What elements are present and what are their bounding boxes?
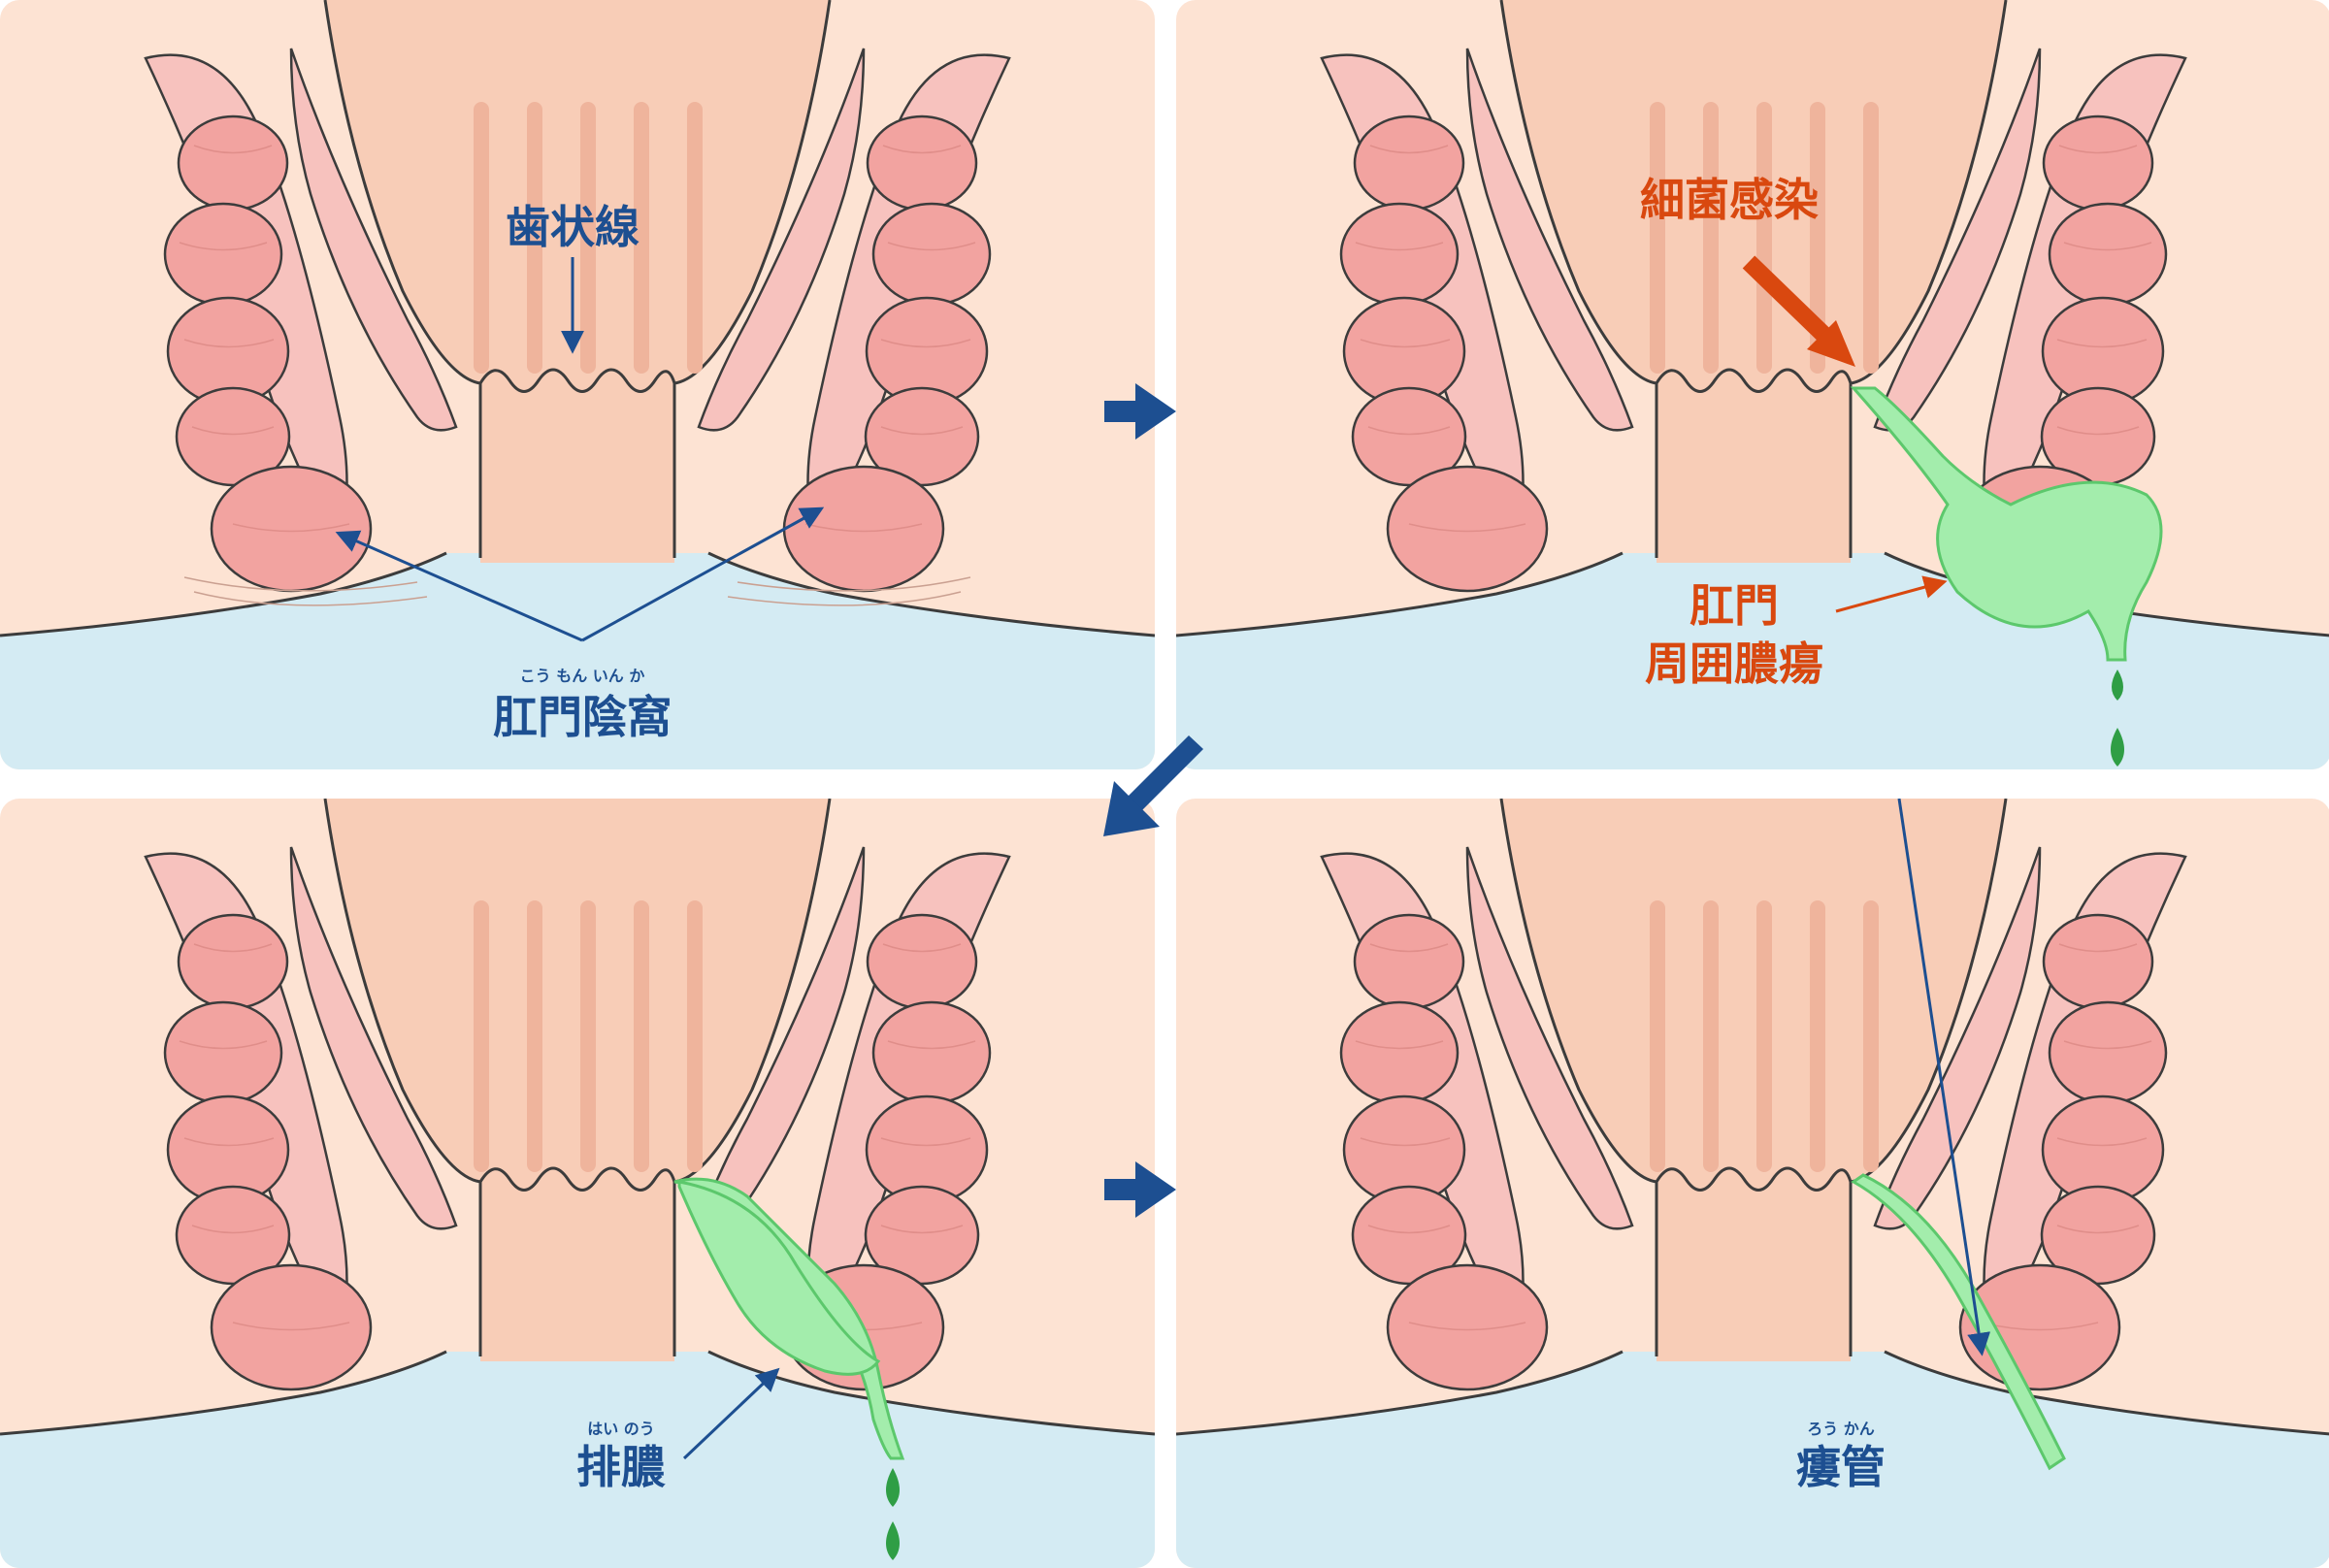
crypt-arrow-left bbox=[335, 530, 583, 642]
panel-drainage: はい のう 排膿 bbox=[0, 799, 1155, 1568]
abscess-arrow bbox=[1835, 575, 1948, 613]
flow-arrows bbox=[1103, 383, 1203, 1218]
ruby-anal-crypt: こう もん いん か bbox=[520, 667, 645, 685]
fistula-tract-shape bbox=[1851, 1173, 2066, 1471]
pus-drop-icon bbox=[2111, 728, 2124, 767]
fistula-arrow bbox=[1897, 799, 1991, 1356]
panel-anal-crypt: 歯状線 こう もん いん か 肛門陰窩 bbox=[0, 0, 1155, 769]
label-drainage: 排膿 bbox=[576, 1441, 666, 1493]
pus-drop-icon bbox=[886, 1468, 900, 1507]
ruby-drainage: はい のう bbox=[587, 1420, 655, 1438]
arrow-right-icon bbox=[1104, 1161, 1176, 1218]
abscess-shape bbox=[1850, 386, 2163, 662]
drainage-arrow bbox=[682, 1367, 780, 1460]
pus-drop-icon bbox=[886, 1521, 900, 1560]
ruby-fistula: ろう かん bbox=[1807, 1420, 1875, 1438]
label-fistula: 瘻管 bbox=[1796, 1441, 1886, 1493]
crypt-arrow-right bbox=[581, 506, 825, 642]
label-anal-crypt: 肛門陰窩 bbox=[493, 691, 672, 743]
arrow-down-left-icon bbox=[1103, 735, 1203, 836]
panel-perianal-abscess: 細菌感染 肛門 周囲膿瘍 bbox=[1176, 0, 2329, 769]
pus-drop-icon bbox=[2112, 670, 2123, 701]
label-abscess-line1: 肛門 bbox=[1689, 579, 1779, 632]
infection-arrow-head-icon bbox=[1807, 320, 1855, 367]
label-abscess-line2: 周囲膿瘍 bbox=[1645, 637, 1823, 690]
label-bacterial-infection: 細菌感染 bbox=[1640, 174, 1819, 226]
arrow-right-icon bbox=[1104, 383, 1176, 440]
label-dentate-line: 歯状線 bbox=[506, 201, 640, 253]
panel-anal-fistula: ろう かん 瘻管 bbox=[1176, 799, 2329, 1568]
